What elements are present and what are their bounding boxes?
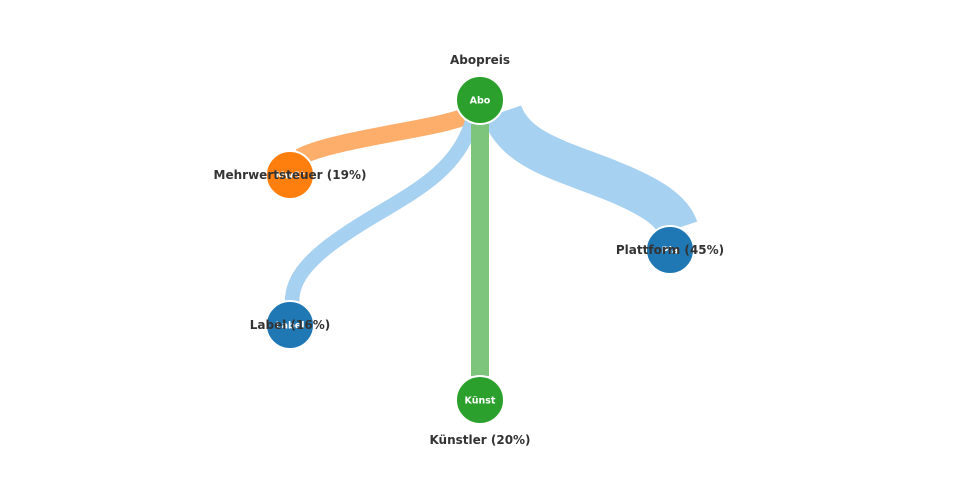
node-inner-label-mehrwertsteuer: MwSt <box>275 171 305 182</box>
link-abopreis-label[interactable] <box>284 119 479 303</box>
node-label[interactable]: Label Label (16%) <box>250 300 330 350</box>
node-circle-mehrwertsteuer[interactable] <box>265 150 315 200</box>
node-circle-abopreis[interactable] <box>455 75 505 125</box>
link-abopreis-plattform[interactable] <box>482 103 698 236</box>
node-inner-label-kuenstler: Künst <box>465 396 496 407</box>
node-inner-label-plattform: Pla <box>662 246 679 257</box>
link-abopreis-mehrwertsteuer[interactable] <box>295 109 467 165</box>
node-label-label: Label (16%) <box>250 318 330 332</box>
node-inner-label-abopreis: Abo <box>470 96 491 107</box>
nodes-layer: Abo Abopreis MwSt Mehrwertsteuer (19%) P… <box>214 53 725 447</box>
node-plattform[interactable]: Pla Plattform (45%) <box>616 225 724 275</box>
node-circle-kuenstler[interactable] <box>455 375 505 425</box>
node-label-kuenstler: Künstler (20%) <box>429 433 530 447</box>
node-circle-label[interactable] <box>265 300 315 350</box>
node-label-plattform: Plattform (45%) <box>616 243 724 257</box>
node-circle-plattform[interactable] <box>645 225 695 275</box>
node-label-mehrwertsteuer: Mehrwertsteuer (19%) <box>214 168 367 182</box>
node-inner-label-label: Label <box>276 321 305 332</box>
node-label-abopreis: Abopreis <box>450 53 510 67</box>
node-kuenstler[interactable]: Künst Künstler (20%) <box>429 375 531 447</box>
node-mehrwertsteuer[interactable]: MwSt Mehrwertsteuer (19%) <box>214 150 367 200</box>
links-layer <box>284 103 698 376</box>
node-abopreis[interactable]: Abo Abopreis <box>450 53 510 125</box>
